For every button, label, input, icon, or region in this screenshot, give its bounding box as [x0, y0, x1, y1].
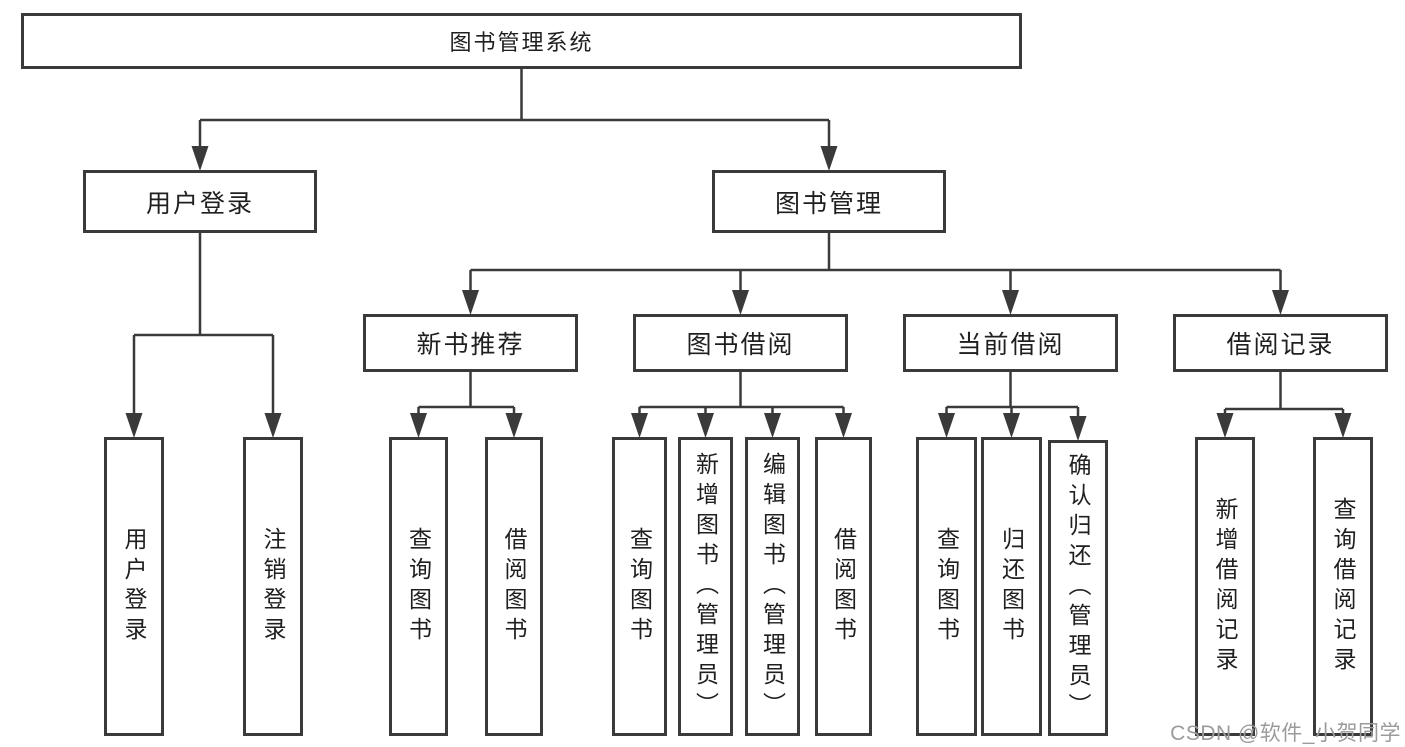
arrowhead-icon	[410, 413, 427, 438]
arrowhead-icon	[264, 413, 282, 438]
arrowhead-icon	[631, 413, 648, 438]
diagram-node-new-book-rec: 新书推荐	[363, 314, 578, 372]
diagram-node-leaf-borrow-add-books: 新增图书（管理员）	[678, 437, 733, 736]
diagram-node-borrow-records: 借阅记录	[1173, 314, 1388, 372]
node-label: 查询图书	[626, 526, 653, 647]
arrowhead-icon	[191, 146, 209, 171]
node-label: 编辑图书（管理员）	[759, 451, 786, 722]
diagram-node-current-borrow: 当前借阅	[903, 314, 1118, 372]
arrowhead-icon	[835, 413, 852, 438]
node-label: 新书推荐	[416, 331, 525, 359]
node-label: 确认归还（管理员）	[1065, 453, 1091, 723]
node-label: 当前借阅	[956, 331, 1065, 359]
diagram-node-leaf-rec-borrow-books: 借阅图书	[485, 437, 543, 736]
arrowhead-icon	[697, 413, 714, 438]
node-label: 查询图书	[405, 526, 432, 647]
diagram-node-leaf-user-login: 用户登录	[104, 437, 164, 736]
arrowhead-icon	[938, 413, 955, 438]
arrowhead-icon	[1334, 413, 1352, 438]
diagram-node-leaf-borrow-query-books: 查询图书	[612, 437, 667, 736]
watermark: CSDN @软件_小贺同学	[1170, 722, 1401, 745]
arrowhead-icon	[462, 290, 479, 315]
diagram-node-leaf-rec-query-books: 查询图书	[389, 437, 448, 736]
diagram-node-leaf-current-return-books: 归还图书	[981, 437, 1042, 736]
arrowhead-icon	[1003, 413, 1020, 438]
node-label: 查询借阅记录	[1330, 496, 1356, 677]
node-label: 图书管理	[774, 189, 883, 218]
arrowhead-icon	[1272, 290, 1289, 315]
arrowhead-icon	[764, 413, 781, 438]
arrowhead-icon	[732, 290, 749, 315]
node-label: 借阅记录	[1226, 331, 1335, 359]
diagram-node-leaf-current-query-books: 查询图书	[916, 437, 977, 736]
diagram-node-leaf-logout: 注销登录	[243, 437, 303, 736]
arrowhead-icon	[505, 413, 523, 438]
diagram-node-root: 图书管理系统	[21, 13, 1022, 69]
diagram-node-book-borrow: 图书借阅	[633, 314, 848, 372]
node-label: 借阅图书	[830, 526, 857, 647]
diagram-node-user-login-group: 用户登录	[83, 170, 317, 233]
diagram-node-leaf-records-query-record: 查询借阅记录	[1313, 437, 1373, 736]
node-label: 用户登录	[121, 526, 147, 647]
diagram-node-leaf-records-add-record: 新增借阅记录	[1195, 437, 1255, 736]
node-label: 图书管理系统	[449, 30, 594, 55]
node-label: 图书借阅	[686, 331, 795, 359]
arrowhead-icon	[1216, 413, 1234, 438]
node-label: 查询图书	[933, 526, 960, 647]
node-label: 用户登录	[145, 189, 254, 218]
arrowhead-icon	[1069, 416, 1087, 441]
diagram-node-leaf-borrow-borrow-books: 借阅图书	[815, 437, 872, 736]
diagram-node-book-mgmt-group: 图书管理	[712, 170, 946, 233]
node-label: 新增借阅记录	[1212, 496, 1238, 677]
diagram-node-leaf-borrow-edit-books: 编辑图书（管理员）	[745, 437, 800, 736]
diagram-node-leaf-current-confirm-return: 确认归还（管理员）	[1048, 440, 1108, 736]
node-label: 注销登录	[260, 526, 286, 647]
arrowhead-icon	[820, 146, 838, 171]
arrowhead-icon	[125, 413, 143, 438]
node-label: 借阅图书	[501, 526, 527, 647]
node-label: 新增图书（管理员）	[692, 451, 719, 722]
node-label: 归还图书	[998, 526, 1025, 647]
arrowhead-icon	[1002, 290, 1019, 315]
